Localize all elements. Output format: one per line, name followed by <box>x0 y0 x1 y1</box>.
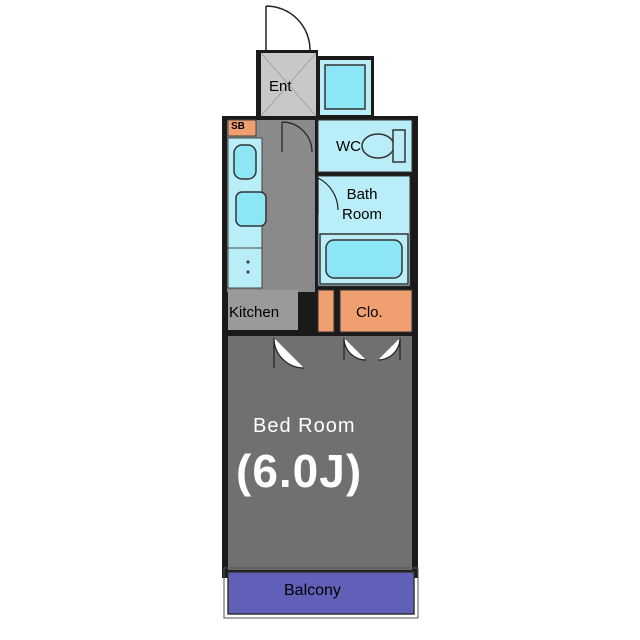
bedroom-floor <box>228 336 412 570</box>
balcony-label: Balcony <box>284 582 341 599</box>
bedroom-size-label: (6.0J) <box>236 445 363 497</box>
kitchen-floor <box>228 290 298 330</box>
bedroom-label: Bed Room <box>253 415 356 437</box>
entrance-door <box>265 5 311 51</box>
toilet-bowl <box>361 133 395 159</box>
bedroom-door-swings <box>273 337 401 369</box>
bath-label-line2: Room <box>341 206 382 223</box>
kitchen-sink <box>233 144 257 180</box>
toilet-tank <box>392 129 406 163</box>
closet <box>339 289 413 333</box>
shoe-box-label: SB <box>231 121 245 132</box>
shoe-box <box>227 119 257 137</box>
balcony <box>227 571 415 615</box>
wc-label: WC <box>336 138 361 155</box>
entrance-label: Ent <box>269 78 292 95</box>
closet-label: Clo. <box>356 304 383 321</box>
kitchen-label: Kitchen <box>229 304 280 321</box>
bath-label-line1: Bath <box>346 186 378 203</box>
stove <box>235 191 267 227</box>
